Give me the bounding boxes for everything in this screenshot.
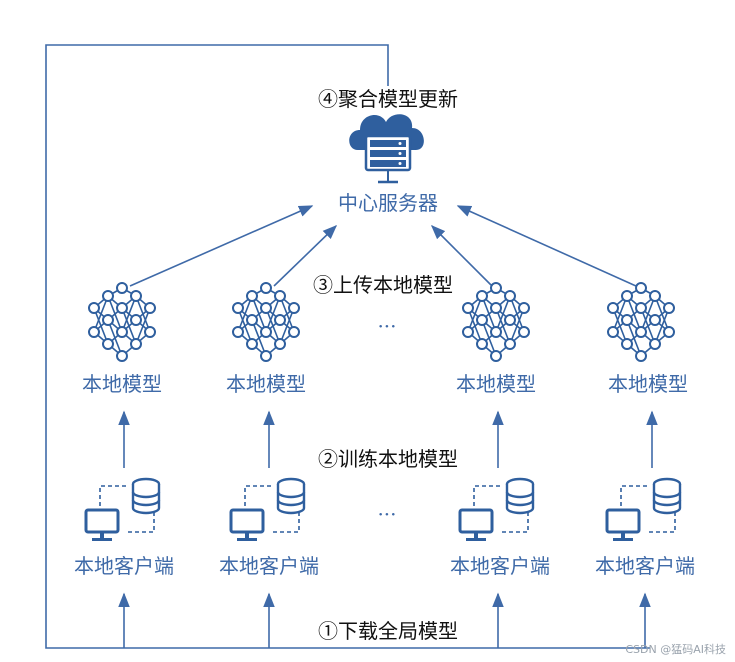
neural-network-icon — [607, 282, 675, 362]
download-arrows — [118, 592, 651, 648]
upload-arrow-2 — [273, 224, 338, 287]
upload-arrow-4 — [456, 205, 637, 287]
watermark: CSDN @猛码AI科技 — [625, 642, 726, 656]
ellipsis-clients: ··· — [377, 502, 396, 526]
upload-arrows — [129, 205, 637, 287]
step4-label: ④聚合模型更新 — [318, 87, 458, 111]
train-arrows — [118, 410, 658, 468]
upload-arrow-1 — [129, 205, 314, 287]
model-label-3: 本地模型 — [456, 372, 536, 396]
computer-database-icon — [84, 477, 161, 543]
neural-network-icon — [462, 282, 530, 362]
computer-database-icon — [605, 477, 682, 543]
computer-database-icon — [229, 477, 306, 543]
cloud-server-icon — [349, 114, 424, 184]
client-label-4: 本地客户端 — [595, 554, 695, 578]
client-label-1: 本地客户端 — [74, 554, 174, 578]
step1-label: ①下载全局模型 — [318, 619, 458, 643]
model-label-2: 本地模型 — [226, 372, 306, 396]
client-label-2: 本地客户端 — [219, 554, 319, 578]
neural-network-icon — [88, 282, 156, 362]
model-label-4: 本地模型 — [608, 372, 688, 396]
computer-database-icon — [458, 477, 535, 543]
global-loop-line — [45, 44, 650, 649]
step2-label: ②训练本地模型 — [318, 447, 458, 471]
upload-arrow-3 — [430, 224, 493, 287]
step3-label: ③上传本地模型 — [313, 273, 453, 297]
server-label: 中心服务器 — [338, 191, 438, 215]
neural-network-icon — [232, 282, 300, 362]
model-label-1: 本地模型 — [82, 372, 162, 396]
ellipsis-models: ··· — [377, 314, 396, 338]
client-label-3: 本地客户端 — [450, 554, 550, 578]
